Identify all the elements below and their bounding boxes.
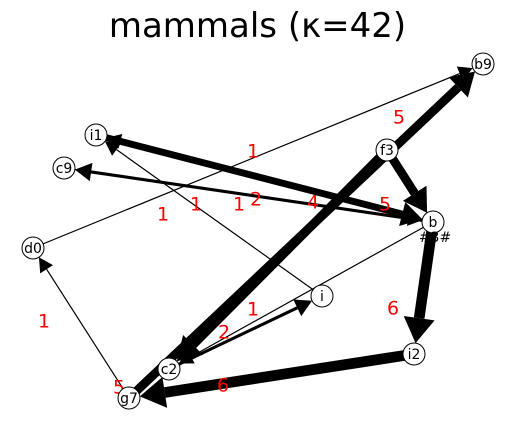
edge-d0-b9	[32, 72, 460, 249]
arrowhead-hub-c9	[74, 162, 93, 182]
node-label: b9	[474, 57, 492, 73]
edge-weight-label: 6	[387, 298, 399, 320]
edge-weight-label: 6	[217, 375, 229, 397]
node-label: i	[320, 289, 324, 305]
node-circle	[157, 357, 181, 381]
edge-weight-label: 2	[250, 189, 262, 211]
node-label: i1	[90, 128, 103, 144]
arrowhead-c9-hub	[406, 210, 423, 226]
node-label: g7	[120, 391, 138, 407]
node-circle	[402, 342, 426, 366]
arrowhead-d0-b9	[456, 66, 473, 81]
arrowhead-i2-g	[139, 377, 168, 408]
edge-i-i1	[116, 149, 323, 297]
node-circle	[310, 284, 334, 308]
node-c9: c9	[52, 156, 76, 180]
node-b9: b9	[471, 52, 495, 76]
node-circle	[84, 123, 108, 147]
node-i1: i1	[84, 123, 108, 147]
node-hub: b	[421, 210, 445, 234]
edge-hub-c2	[190, 221, 434, 358]
node-circle	[52, 156, 76, 180]
graph-title: mammals (κ=42)	[108, 6, 407, 46]
arrowhead-hub-c2	[178, 350, 195, 364]
node-i: i	[310, 284, 334, 308]
arrowhead-i-i1	[104, 141, 121, 156]
node-label: b	[429, 215, 438, 231]
node-circle	[375, 138, 399, 162]
edge-weight-label: 5	[379, 194, 391, 216]
arrowhead-g-b9	[448, 71, 475, 98]
edge-weight-label: 4	[307, 192, 319, 214]
edge-hub-i2	[413, 221, 439, 319]
edge-weight-label: 1	[247, 299, 259, 321]
node-label: i2	[408, 347, 421, 363]
edge-f3-c2	[189, 146, 391, 349]
edge-g-d0	[46, 268, 130, 399]
arrowhead-g-d0	[38, 257, 53, 274]
edge-weight-label: 1	[38, 311, 50, 333]
node-label: c9	[56, 161, 73, 177]
node-circle	[421, 210, 445, 234]
hub-extra-marks: #3#	[419, 230, 451, 246]
node-c2: c2	[157, 357, 181, 381]
node-g: g7	[117, 386, 141, 410]
node-circle	[117, 386, 141, 410]
edge-weight-label: 1	[190, 194, 202, 216]
node-label: c2	[161, 362, 178, 378]
edge-i2-g	[163, 348, 415, 398]
arrowhead-f3-hub	[402, 185, 428, 213]
edge-i1-hub	[95, 131, 404, 218]
edge-c9-hub	[63, 167, 409, 219]
node-i2: i2	[402, 342, 426, 366]
node-label: d0	[24, 241, 42, 257]
edge-weight-label: 5	[393, 107, 405, 129]
edge-weight-label: 2	[218, 322, 230, 344]
node-f3: f3	[375, 138, 399, 162]
edge-weight-label: 1	[233, 194, 245, 216]
node-circle	[471, 52, 495, 76]
arrowhead-hub-i2	[403, 315, 435, 344]
node-label: f3	[380, 143, 394, 159]
arrowhead-c2-i	[293, 299, 313, 317]
edge-weight-label: 1	[247, 141, 259, 163]
edge-weight-label: 1	[157, 204, 169, 226]
node-circle	[21, 236, 45, 260]
node-d0: d0	[21, 236, 45, 260]
